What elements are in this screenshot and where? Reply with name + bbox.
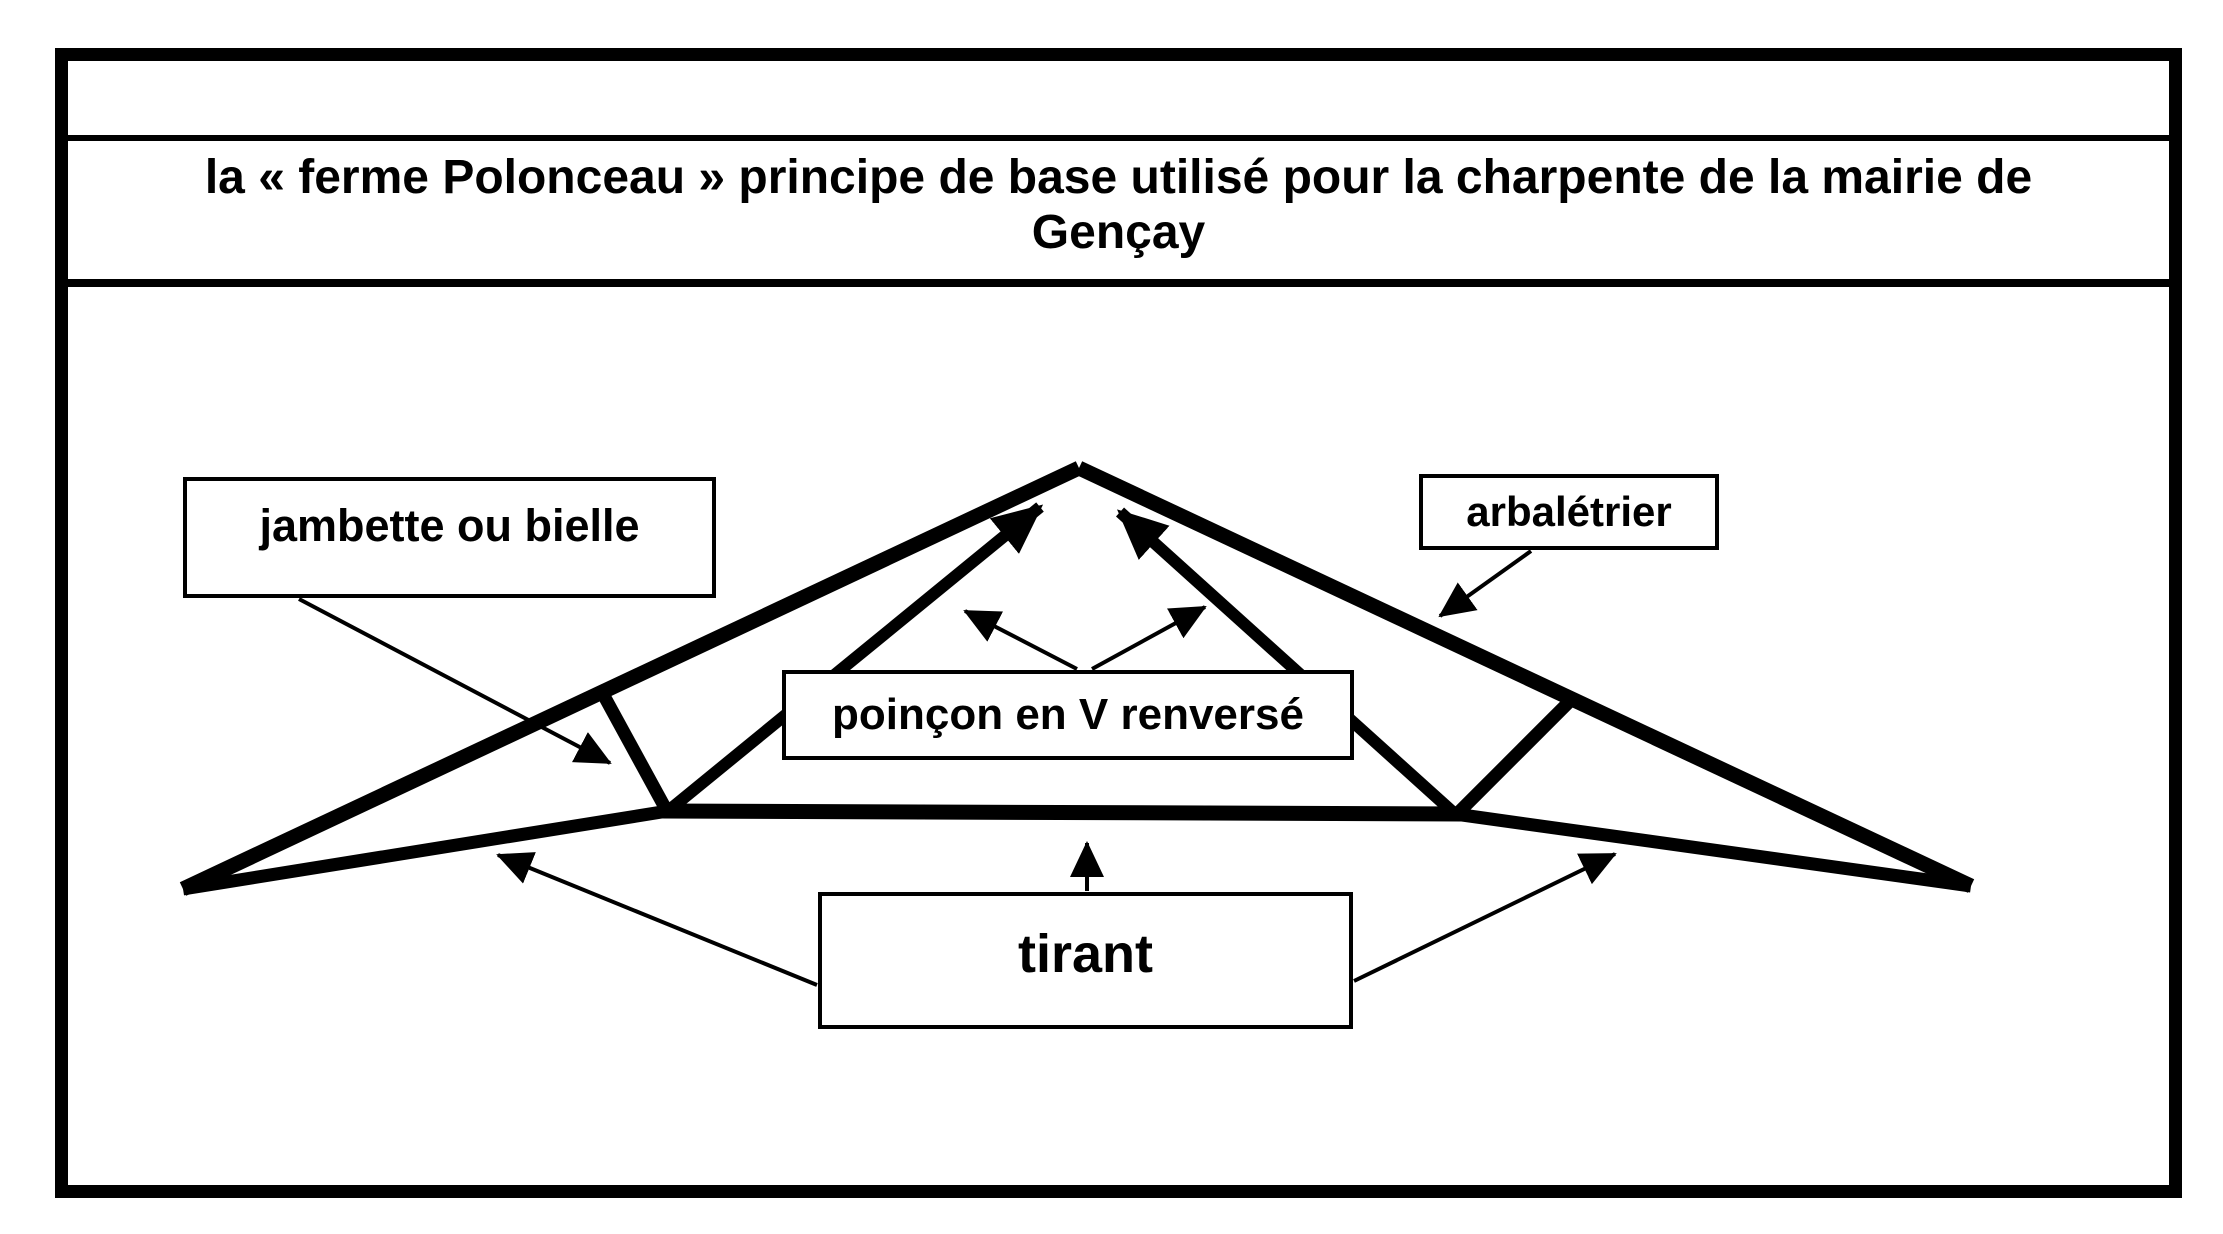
tie-right-segment: [1454, 807, 1972, 893]
leader-tirant-left: [496, 852, 818, 987]
leader-tirant-right: [1353, 852, 1617, 983]
strut-right: [1450, 695, 1576, 821]
leader-arbaletrier: [1438, 549, 1533, 618]
leader-jambette: [298, 597, 612, 765]
label-arbaletrier: arbalétrier: [1466, 488, 1672, 535]
header-divider-bottom: [68, 279, 2169, 287]
rafter-left: [179, 461, 1083, 896]
tie-left-segment: [181, 804, 670, 896]
tie-middle-segment: [659, 803, 1463, 822]
label-box-poincon: poinçon en V renversé: [782, 670, 1354, 760]
label-box-jambette: jambette ou bielle: [183, 477, 716, 598]
label-tirant: tirant: [1018, 923, 1153, 984]
strut-left: [597, 690, 674, 817]
label-box-tirant: tirant: [818, 892, 1353, 1029]
header-divider-top: [68, 135, 2169, 141]
page-title: la « ferme Polonceau » principe de base …: [68, 150, 2169, 260]
v-rod-left: [664, 502, 1044, 816]
leader-poincon-right: [1091, 605, 1207, 671]
page-title-line-1: la « ferme Polonceau » principe de base …: [204, 151, 2033, 204]
page-title-line-2: Gençay: [1031, 206, 1206, 259]
v-rod-right: [1115, 507, 1460, 819]
leader-poincon-left: [963, 609, 1078, 671]
rafter-right: [1075, 461, 1975, 893]
label-poincon: poinçon en V renversé: [832, 690, 1304, 739]
label-jambette: jambette ou bielle: [259, 499, 640, 551]
label-box-arbaletrier: arbalétrier: [1419, 474, 1719, 550]
